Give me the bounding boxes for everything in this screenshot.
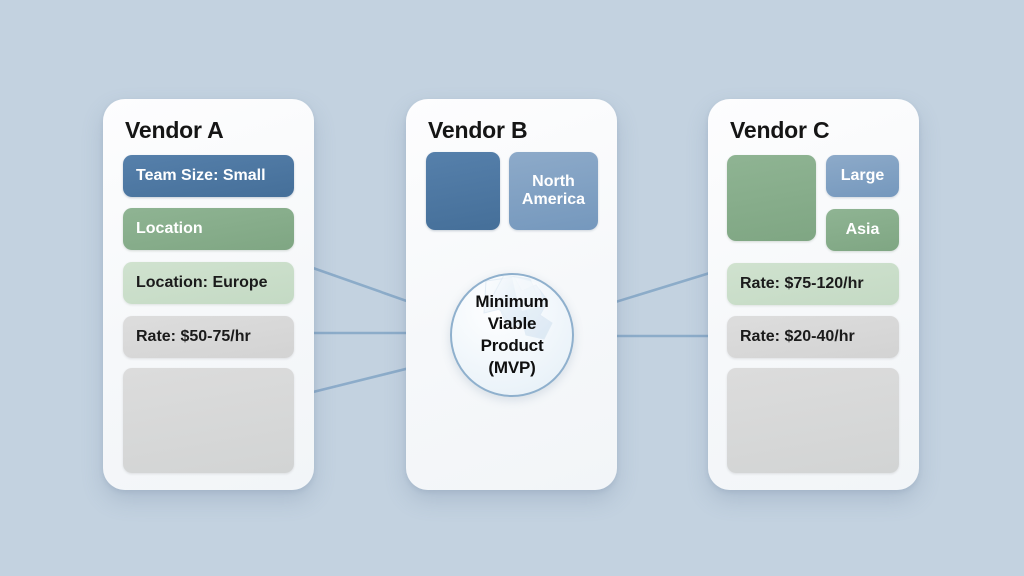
vendor-c-item-large[interactable]: Large [826, 155, 899, 197]
vendor-card-a[interactable]: Vendor A Team Size: Small Location Locat… [103, 99, 314, 490]
mvp-label: Minimum Viable Product (MVP) [475, 291, 549, 378]
vendor-c-item-rate-high-label: Rate: $75-120/hr [740, 275, 864, 293]
vendor-c-item-rate-low-label: Rate: $20-40/hr [740, 328, 855, 346]
vendor-a-item-team-size[interactable]: Team Size: Small [123, 155, 294, 197]
vendor-a-item-location-europe[interactable]: Location: Europe [123, 262, 294, 304]
vendor-c-item-asia-label: Asia [845, 221, 880, 239]
vendor-b-item-north-america[interactable]: North America [509, 152, 598, 230]
vendor-a-item-location-label: Location [136, 220, 203, 238]
mvp-node[interactable]: Minimum Viable Product (MVP) [450, 273, 574, 397]
vendor-b-title: Vendor B [428, 117, 528, 143]
vendor-a-title: Vendor A [125, 117, 224, 143]
vendor-a-item-rate[interactable]: Rate: $50-75/hr [123, 316, 294, 358]
vendor-card-c[interactable]: Vendor C Large Asia Rate: $75-120/hr Rat… [708, 99, 919, 490]
vendor-a-item-team-size-label: Team Size: Small [136, 167, 266, 185]
vendor-a-item-rate-label: Rate: $50-75/hr [136, 328, 251, 346]
vendor-c-item-rate-high[interactable]: Rate: $75-120/hr [727, 263, 899, 305]
vendor-c-item-swatch[interactable] [727, 155, 816, 241]
vendor-b-item-swatch[interactable] [426, 152, 500, 230]
vendor-c-item-asia[interactable]: Asia [826, 209, 899, 251]
vendor-b-item-north-america-label: North America [521, 173, 586, 208]
vendor-a-item-location[interactable]: Location [123, 208, 294, 250]
vendor-c-item-placeholder[interactable] [727, 368, 899, 473]
vendor-c-item-large-label: Large [840, 167, 885, 185]
vendor-c-item-rate-low[interactable]: Rate: $20-40/hr [727, 316, 899, 358]
vendor-a-item-placeholder[interactable] [123, 368, 294, 473]
vendor-a-item-location-europe-label: Location: Europe [136, 274, 268, 292]
vendor-c-title: Vendor C [730, 117, 830, 143]
